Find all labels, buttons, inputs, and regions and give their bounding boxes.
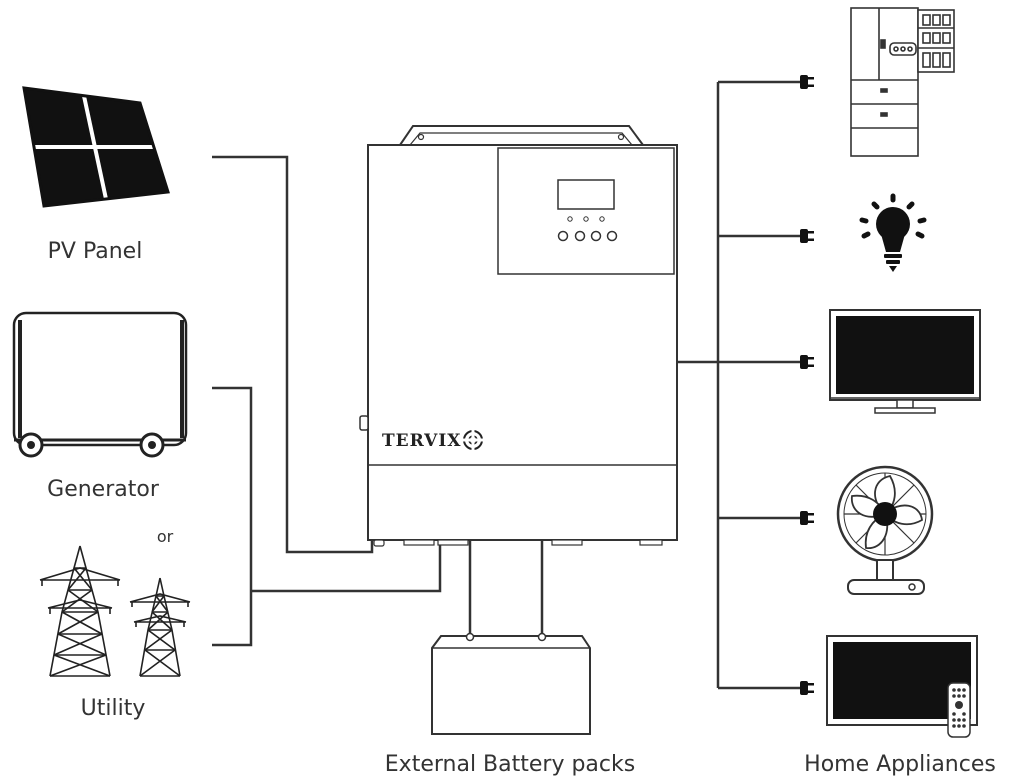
plug-icon [800, 229, 814, 243]
brand-logo-icon [461, 428, 485, 452]
handle-icon [399, 125, 644, 146]
grid-bus [212, 386, 253, 647]
lcd-display [557, 179, 615, 210]
home-appliances-label: Home Appliances [804, 752, 996, 777]
wiring [212, 80, 802, 690]
power-pylon-icon [39, 545, 191, 677]
fan-icon [836, 465, 934, 595]
monitor-icon [826, 635, 978, 738]
battery-icon [431, 632, 591, 735]
plug-icon [800, 355, 814, 369]
grid-wire [251, 540, 442, 593]
light-bulb-icon [859, 193, 927, 272]
pv-wire [212, 155, 374, 554]
battery-label: External Battery packs [385, 752, 635, 777]
refrigerator-icon [850, 7, 955, 157]
terminals [373, 539, 663, 547]
button-icon [574, 230, 586, 242]
generator-label: Generator [47, 477, 160, 502]
button-icon [606, 230, 618, 242]
solar-panel-icon [22, 86, 170, 208]
utility-label: Utility [81, 696, 146, 721]
television-icon [829, 309, 981, 414]
plug-icon [800, 681, 814, 695]
remote-control-icon [947, 682, 971, 738]
inverter-unit: TERVIX [359, 125, 678, 547]
control-buttons [557, 230, 618, 242]
plug-icon [800, 511, 814, 525]
pv-panel-label: PV Panel [48, 239, 143, 264]
generator-icon [12, 311, 188, 458]
plug-icon [800, 75, 814, 89]
button-icon [557, 230, 569, 242]
indicator-leds [567, 216, 605, 222]
button-icon [590, 230, 602, 242]
or-label: or [157, 527, 174, 546]
brand-logo: TERVIX [382, 431, 461, 451]
plugs [800, 75, 814, 695]
